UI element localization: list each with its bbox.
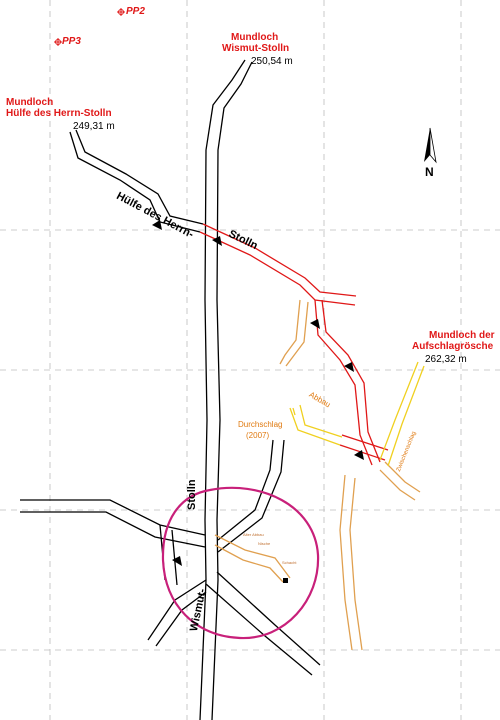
wismut-stolln-label: Stolln — [186, 479, 198, 510]
alter-abbau-label: Alter Abbau — [243, 532, 264, 537]
schacht-label: Schacht — [282, 560, 297, 565]
wismut-elevation: 250,54 m — [251, 56, 293, 67]
shaft-symbols — [152, 220, 364, 583]
orange-tunnel-section — [214, 299, 421, 651]
huelfe-mouth-label-line1: Mundloch — [6, 97, 54, 108]
durchschlag-label: Durchschlag — [238, 420, 283, 429]
yellow-tunnel-section — [289, 361, 425, 467]
huelfe-stolln-tunnel — [69, 129, 204, 233]
pp2-label: PP2 — [126, 6, 145, 17]
huelfe-mouth-label-line2: Hülfe des Herrn-Stolln — [6, 108, 112, 119]
pp-markers — [54, 8, 125, 46]
huelfe-elevation: 249,31 m — [73, 121, 115, 132]
north-arrow-icon — [424, 127, 437, 164]
nische-label: Nische — [258, 541, 271, 546]
pp3-label: PP3 — [62, 36, 81, 47]
wismut-mouth-label-line1: Mundloch — [231, 32, 279, 43]
red-tunnel-section — [199, 223, 389, 466]
wismut-mouth-label-line2: Wismut-Stolln — [222, 43, 290, 54]
durchschlag-year-label: (2007) — [246, 431, 270, 440]
aufschlag-mouth-label-line2: Aufschlagrösche — [412, 341, 494, 352]
north-label: N — [425, 165, 434, 179]
aufschlag-elevation: 262,32 m — [425, 354, 467, 365]
aufschlag-mouth-label-line1: Mundloch der — [429, 330, 495, 341]
wismut-stolln-tunnel — [20, 59, 321, 720]
study-area-circle — [161, 486, 320, 640]
